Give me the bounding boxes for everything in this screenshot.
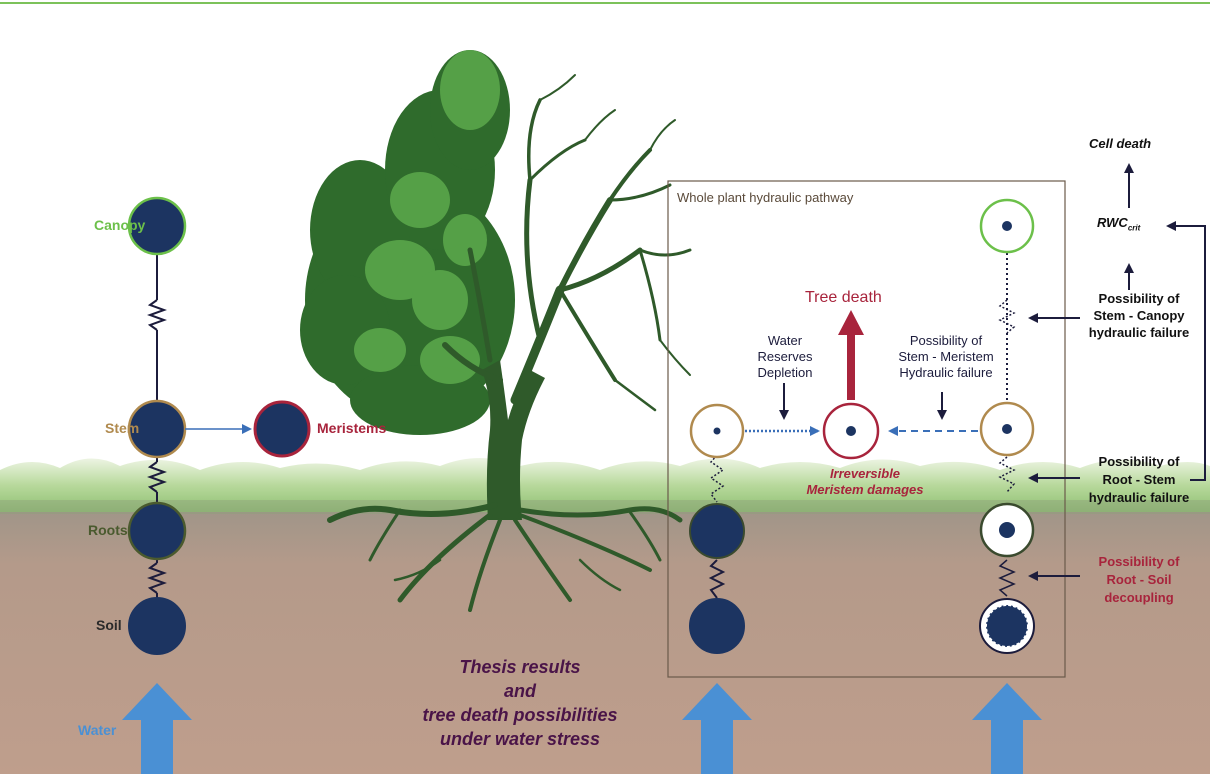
roots-soil-resistor-icon-right <box>998 559 1016 597</box>
soil-label: Soil <box>96 617 122 633</box>
stem-meristem-failure-label: Possibility of Stem - Meristem Hydraulic… <box>898 333 994 380</box>
water-label: Water <box>78 722 117 738</box>
rwc-crit-label: RWCcrit <box>1097 215 1141 233</box>
stem-roots-broken-resistor-icon <box>998 456 1016 493</box>
root-soil-decoupling-label: Possibility of Root - Soil decoupling <box>1098 554 1180 605</box>
canopy-label: Canopy <box>94 217 146 233</box>
left-pathway <box>122 196 311 774</box>
cell-death-label: Cell death <box>1089 136 1152 151</box>
roots-label: Roots <box>88 522 128 538</box>
canopy-stem-resistor-icon <box>147 299 167 331</box>
stem-canopy-failure-label: Possibility of Stem - Canopy hydraulic f… <box>1088 291 1190 340</box>
tree-death-label: Tree death <box>805 289 882 306</box>
water-arrow-left <box>122 683 192 774</box>
annotation-arrows <box>1028 163 1206 581</box>
soil-node <box>128 597 186 655</box>
soil-node-mid <box>689 598 745 654</box>
canopy-node <box>127 196 187 256</box>
hydraulic-pathway-box <box>667 180 1066 678</box>
roots-node <box>127 501 187 561</box>
box-title: Whole plant hydraulic pathway <box>677 190 854 205</box>
stem-roots-resistor-icon <box>147 461 167 493</box>
water-reserves-label: Water Reserves Depletion <box>757 333 813 380</box>
irreversible-damage-label: Irreversible Meristem damages <box>806 466 924 497</box>
resistor-icon <box>708 559 726 599</box>
roots-node-mid <box>689 503 745 559</box>
tree-illustration <box>300 50 692 612</box>
thesis-caption: Thesis results and tree death possibilit… <box>422 657 618 749</box>
roots-soil-resistor-icon <box>147 562 167 594</box>
stem-label: Stem <box>105 420 140 436</box>
right-pathway <box>972 198 1042 774</box>
meristem-node <box>253 400 311 458</box>
water-arrow-right <box>972 683 1042 774</box>
meristems-label: Meristems <box>317 420 387 436</box>
tree-death-arrow <box>838 310 864 400</box>
water-arrow-mid <box>682 683 752 774</box>
canopy-stem-broken-resistor-icon <box>998 299 1016 334</box>
meristem-pathway <box>689 310 978 654</box>
root-stem-failure-label: Possibility of Root - Stem hydraulic fai… <box>1088 454 1190 505</box>
broken-resistor-icon <box>709 454 725 503</box>
